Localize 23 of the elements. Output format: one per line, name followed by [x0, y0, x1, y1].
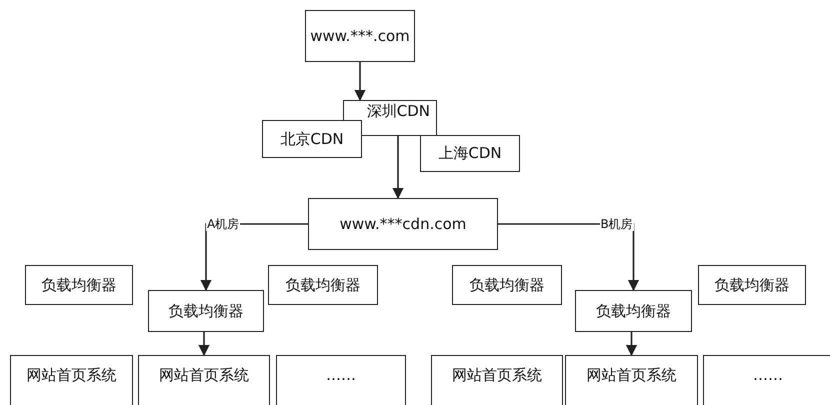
load-balancer-box: 负载均衡器 — [268, 265, 378, 305]
load-balancer-box: 负载均衡器 — [452, 265, 562, 305]
system-box: 网站首页系统 — [565, 355, 698, 405]
arrow — [392, 136, 404, 200]
system-box: …… — [703, 355, 830, 405]
edge-label: A机房 — [206, 217, 240, 231]
load-balancer-box: 负载均衡器 — [148, 290, 264, 332]
load-balancer-box: 负载均衡器 — [698, 265, 806, 305]
system-box: 网站首页系统 — [431, 355, 563, 405]
domain-box: www.***cdn.com — [308, 198, 498, 250]
cdn-box: 上海CDN — [420, 135, 520, 172]
load-balancer-box: 负载均衡器 — [575, 290, 692, 332]
arrow — [354, 62, 366, 102]
load-balancer-box: 负载均衡器 — [25, 265, 133, 305]
cdn-box: 深圳CDN — [343, 100, 437, 136]
domain-box: www.***.com — [305, 10, 415, 62]
arrow — [198, 332, 210, 356]
system-box: 网站首页系统 — [10, 355, 133, 405]
edge-label: B机房 — [600, 217, 634, 231]
cdn-box: 北京CDN — [262, 120, 362, 158]
arrow — [626, 332, 638, 356]
system-box: 网站首页系统 — [138, 355, 270, 405]
system-box: …… — [276, 355, 406, 405]
